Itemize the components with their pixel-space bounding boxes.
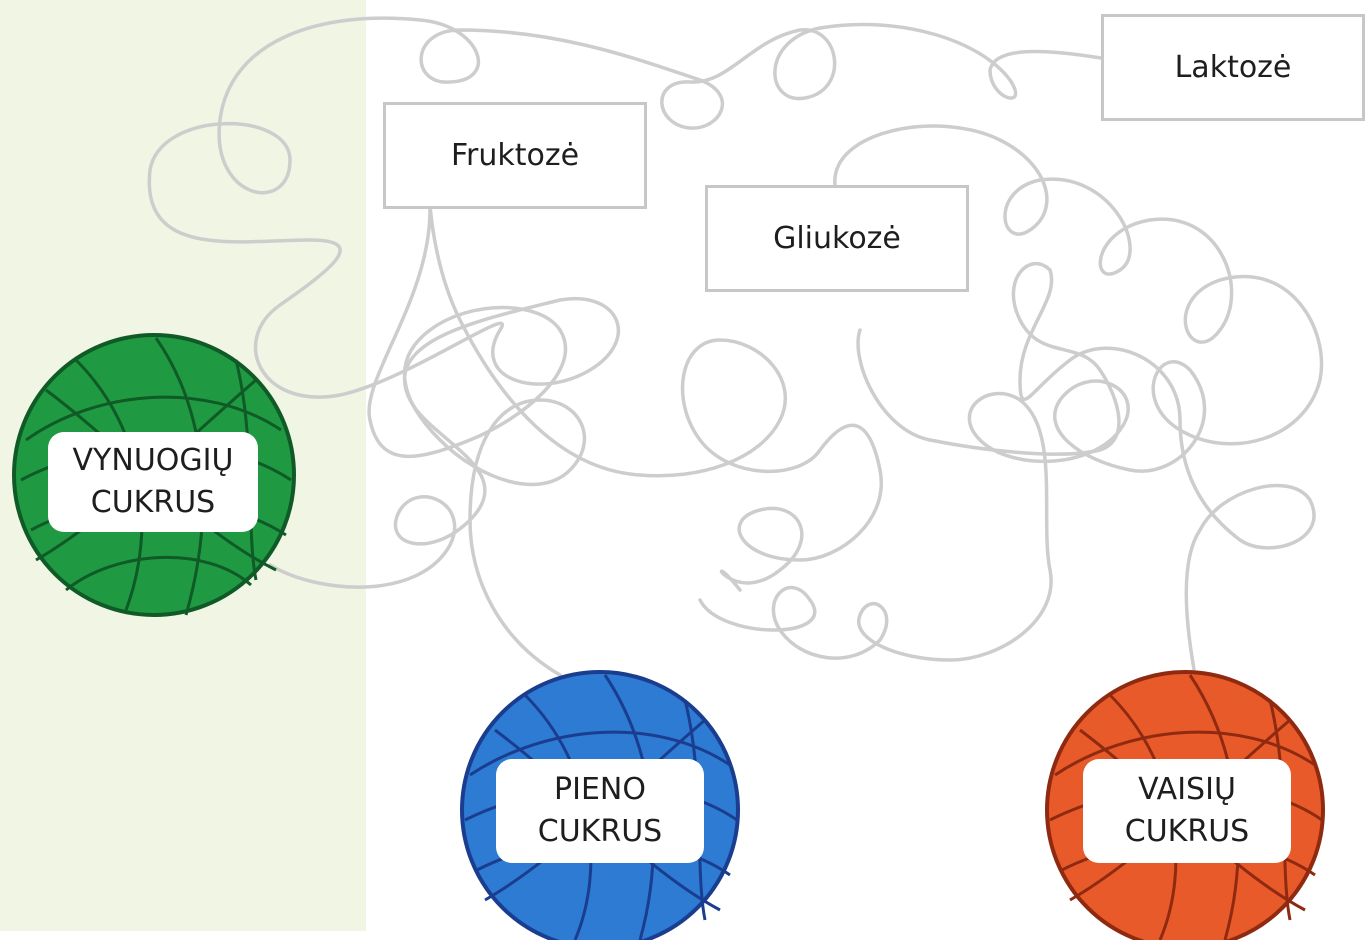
yarn-ball-label-red: VAISIŲ CUKRUS (1083, 759, 1291, 863)
yarn-label-line1: VAISIŲ (1138, 772, 1236, 807)
yarn-label-line1: PIENO (554, 772, 646, 807)
thread-gliukoze (698, 124, 1324, 662)
yarn-ball-label-blue: PIENO CUKRUS (496, 759, 704, 863)
term-label: Laktozė (1174, 50, 1292, 85)
yarn-ball-label-green: VYNUOGIŲ CUKRUS (48, 432, 258, 532)
term-box-fruktoze[interactable]: Fruktozė (383, 102, 647, 209)
term-label: Gliukozė (773, 221, 901, 256)
yarn-label-line1: VYNUOGIŲ (72, 443, 234, 478)
yarn-label-line2: CUKRUS (90, 485, 216, 520)
thread-blue (367, 205, 884, 677)
yarn-label-line2: CUKRUS (1124, 814, 1250, 849)
yarn-label-line2: CUKRUS (537, 814, 663, 849)
thread-red (856, 262, 1316, 677)
term-label: Fruktozė (450, 138, 580, 173)
term-box-laktoze[interactable]: Laktozė (1101, 14, 1365, 121)
term-box-gliukoze[interactable]: Gliukozė (705, 185, 969, 292)
